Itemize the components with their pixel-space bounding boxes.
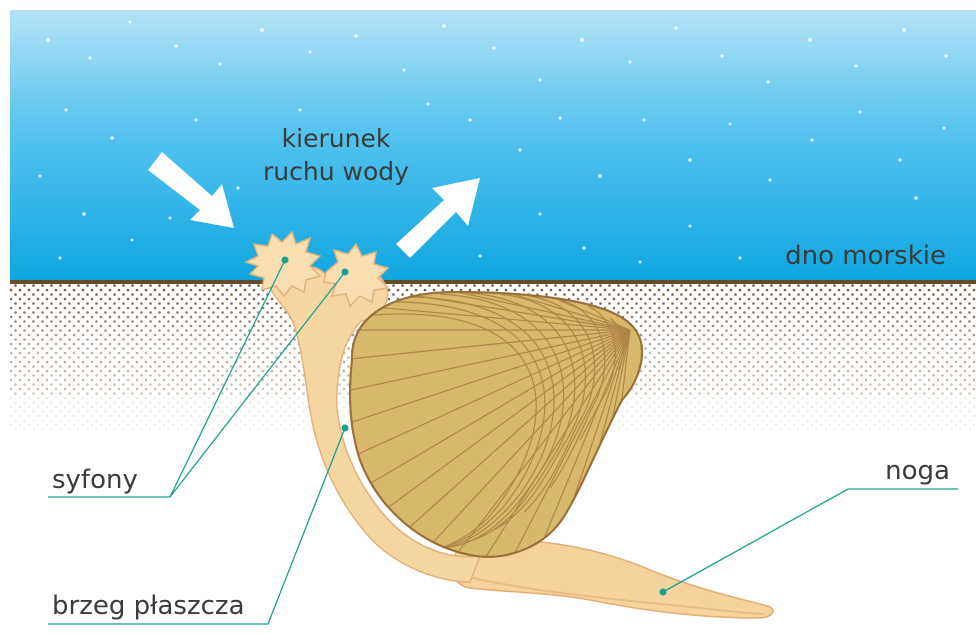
- label-water-direction-line2: ruchu wody: [263, 157, 409, 186]
- label-sea-floor: dno morskie: [785, 241, 946, 271]
- label-siphons: syfony: [52, 465, 138, 495]
- label-water-direction-line1: kierunek: [282, 124, 391, 153]
- label-foot: noga: [885, 456, 950, 486]
- label-mantle-edge: brzeg płaszcza: [52, 591, 245, 621]
